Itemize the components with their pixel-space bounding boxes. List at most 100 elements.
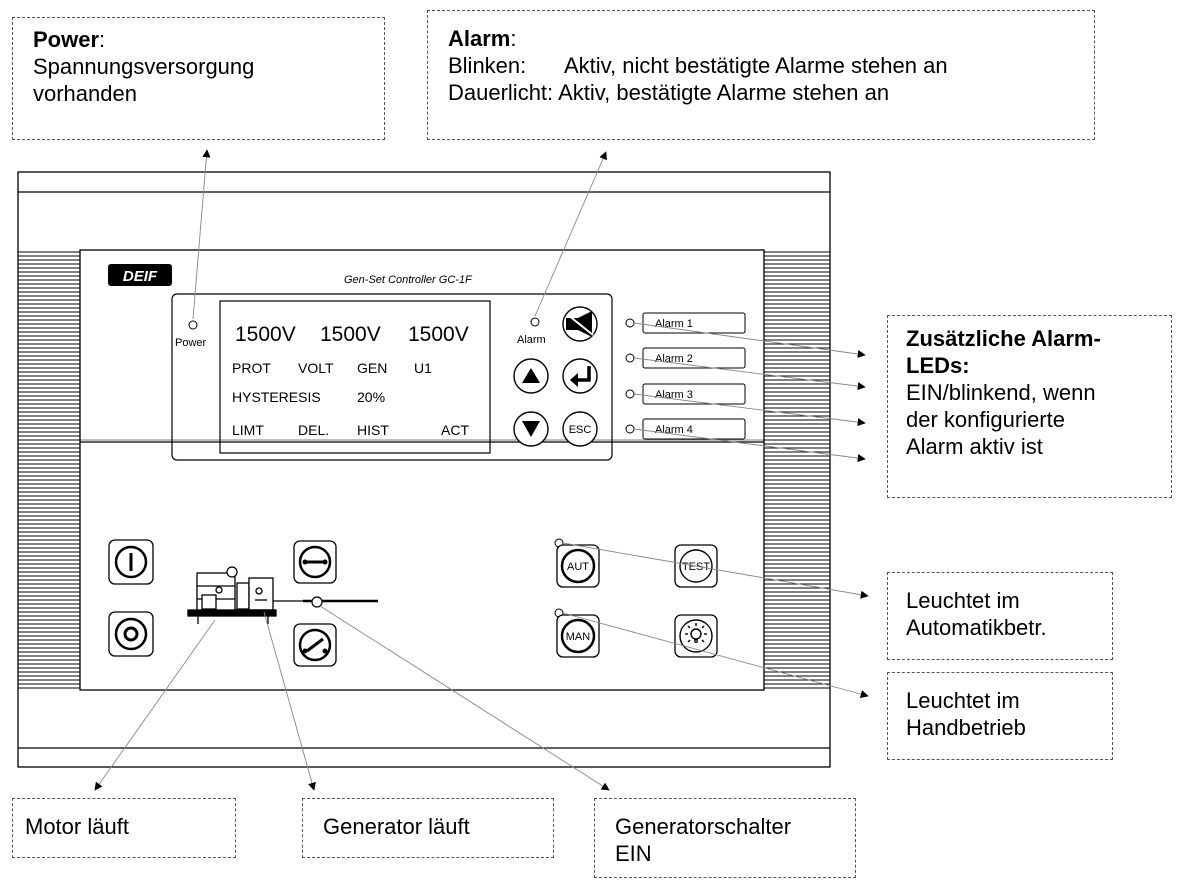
breaker-close-button[interactable] (293, 540, 337, 584)
alarm-1-led (625, 318, 635, 328)
callout-auto-mode: Leuchtet im Automatikbetr. (887, 572, 1113, 660)
lcd-menu-volt: VOLT (298, 360, 334, 376)
lcd-param-value: 20% (357, 389, 385, 405)
arrow-down-icon (522, 421, 540, 437)
lcd-voltage-2: 1500V (320, 323, 381, 346)
leader-manual (562, 612, 869, 698)
leader-alarm-4 (633, 428, 866, 463)
callout-extra-alarm-title2: LEDs: (906, 353, 970, 378)
callout-extra-alarm-line2: der konfigurierte (906, 407, 1065, 432)
manual-button-label: MAN (566, 631, 591, 643)
callout-power: Power: Spannungsversorgung vorhanden (12, 17, 385, 140)
right-vent-grille (764, 251, 830, 689)
callout-breaker-closed: Generatorschalter EIN (594, 798, 856, 878)
controller-housing (17, 171, 831, 768)
horn-silence-button[interactable] (562, 306, 598, 342)
callout-power-heading: Power: (33, 26, 376, 53)
leader-alarm-3 (633, 393, 866, 427)
enter-button[interactable] (562, 358, 598, 394)
callout-alarm-row2: Dauerlicht: Aktiv, bestätigte Alarme ste… (448, 79, 1086, 106)
arrow-up-icon (522, 368, 540, 383)
callout-extra-alarm-line1: EIN/blinkend, wenn (906, 380, 1096, 405)
callout-auto-line2: Automatikbetr. (906, 615, 1047, 640)
callout-auto-line1: Leuchtet im (906, 588, 1020, 613)
lcd-softkey-hist: HIST (357, 422, 389, 438)
callout-motor-running: Motor läuft (12, 798, 236, 858)
power-led (188, 320, 198, 330)
lcd-softkey-del: DEL. (298, 422, 329, 438)
auto-mode-button[interactable]: AUT (556, 544, 600, 588)
callout-power-colon: : (99, 27, 106, 52)
alarm-4-led (625, 424, 635, 434)
lcd-softkey-limt: LIMT (232, 422, 264, 438)
alarm-3-led (625, 389, 635, 399)
callout-extra-alarm-line3: Alarm aktiv ist (906, 434, 1043, 459)
callout-alarm-blink-value: Aktiv, nicht bestätigte Alarme stehen an (564, 53, 948, 78)
callout-motor-text: Motor läuft (25, 814, 129, 839)
test-button-label: TEST (682, 561, 710, 573)
left-vent-grille (18, 251, 80, 689)
esc-button-label: ESC (569, 424, 592, 436)
lamp-test-button[interactable] (674, 614, 718, 658)
callout-alarm-heading: Alarm: (448, 25, 1086, 52)
lcd-menu-u1: U1 (414, 360, 432, 376)
deif-logo: DEIF (108, 264, 172, 286)
leader-alarm-1 (633, 322, 866, 359)
lcd-param-name: HYSTERESIS (232, 389, 321, 405)
manual-mode-button[interactable]: MAN (556, 614, 600, 658)
alarm-4-label-box (642, 418, 746, 440)
arrow-up-button[interactable] (513, 358, 549, 394)
callout-alarm-title: Alarm (448, 26, 511, 51)
alarm-led-list: Alarm 1 Alarm 2 Alarm 3 Alarm 4 (625, 312, 746, 440)
enter-icon (570, 366, 591, 387)
display-bezel (171, 293, 613, 461)
genset-pictogram-icon (187, 566, 303, 624)
callout-breaker-line2: EIN (615, 841, 652, 866)
alarm-3-label-box (642, 383, 746, 405)
leader-breaker (319, 605, 610, 791)
lcd-menu-gen: GEN (357, 360, 387, 376)
callout-generator-running: Generator läuft (302, 798, 554, 858)
alarm-led-label: Alarm (517, 334, 546, 346)
leader-motor (94, 619, 216, 791)
esc-button[interactable]: ESC (562, 411, 598, 447)
leader-generator (263, 611, 316, 791)
busbar-line (303, 596, 378, 608)
breaker-open-icon (302, 637, 328, 654)
stop-button[interactable] (108, 611, 154, 657)
callout-manual-mode: Leuchtet im Handbetrieb (887, 672, 1113, 760)
leader-alarm-2 (633, 357, 866, 391)
callout-manual-line2: Handbetrieb (906, 715, 1026, 740)
start-button[interactable] (108, 539, 154, 585)
lcd-voltage-3: 1500V (408, 323, 469, 346)
auto-button-label: AUT (567, 561, 589, 573)
callout-alarm-row1: Blinken: Aktiv, nicht bestätigte Alarme s… (448, 52, 1086, 79)
model-label: Gen-Set Controller GC-1F (344, 274, 473, 286)
callout-alarm: Alarm: Blinken: Aktiv, nicht bestätigte A… (427, 10, 1095, 140)
stop-icon (123, 626, 139, 642)
callout-alarm-steady-key: Dauerlicht: (448, 80, 554, 105)
lcd-voltage-1: 1500V (235, 323, 296, 346)
power-led-label: Power (175, 337, 207, 349)
callout-extra-alarm-leds: Zusätzliche Alarm- LEDs: EIN/blinkend, w… (887, 315, 1172, 498)
callout-alarm-blink-key: Blinken: (448, 53, 527, 78)
leader-lines (94, 149, 869, 791)
brand-logo-text: DEIF (123, 268, 158, 285)
horn-icon (566, 311, 594, 337)
lcd-content: 1500V 1500V 1500V PROT VOLT GEN U1 HYSTE… (232, 323, 469, 438)
callout-breaker-line1: Generatorschalter (615, 814, 792, 839)
leader-auto (562, 542, 869, 599)
breaker-closed-icon (302, 559, 328, 565)
breaker-led (311, 596, 323, 608)
callout-alarm-colon: : (510, 26, 517, 51)
alarm-2-label-box (642, 347, 746, 369)
leader-alarm (534, 151, 607, 317)
breaker-open-button[interactable] (293, 623, 337, 667)
alarm-led (530, 317, 540, 327)
alarm-2-led (625, 353, 635, 363)
leader-power (192, 149, 211, 320)
lcd-screen (219, 300, 491, 454)
lcd-softkey-act: ACT (441, 422, 469, 438)
arrow-down-button[interactable] (513, 411, 549, 447)
